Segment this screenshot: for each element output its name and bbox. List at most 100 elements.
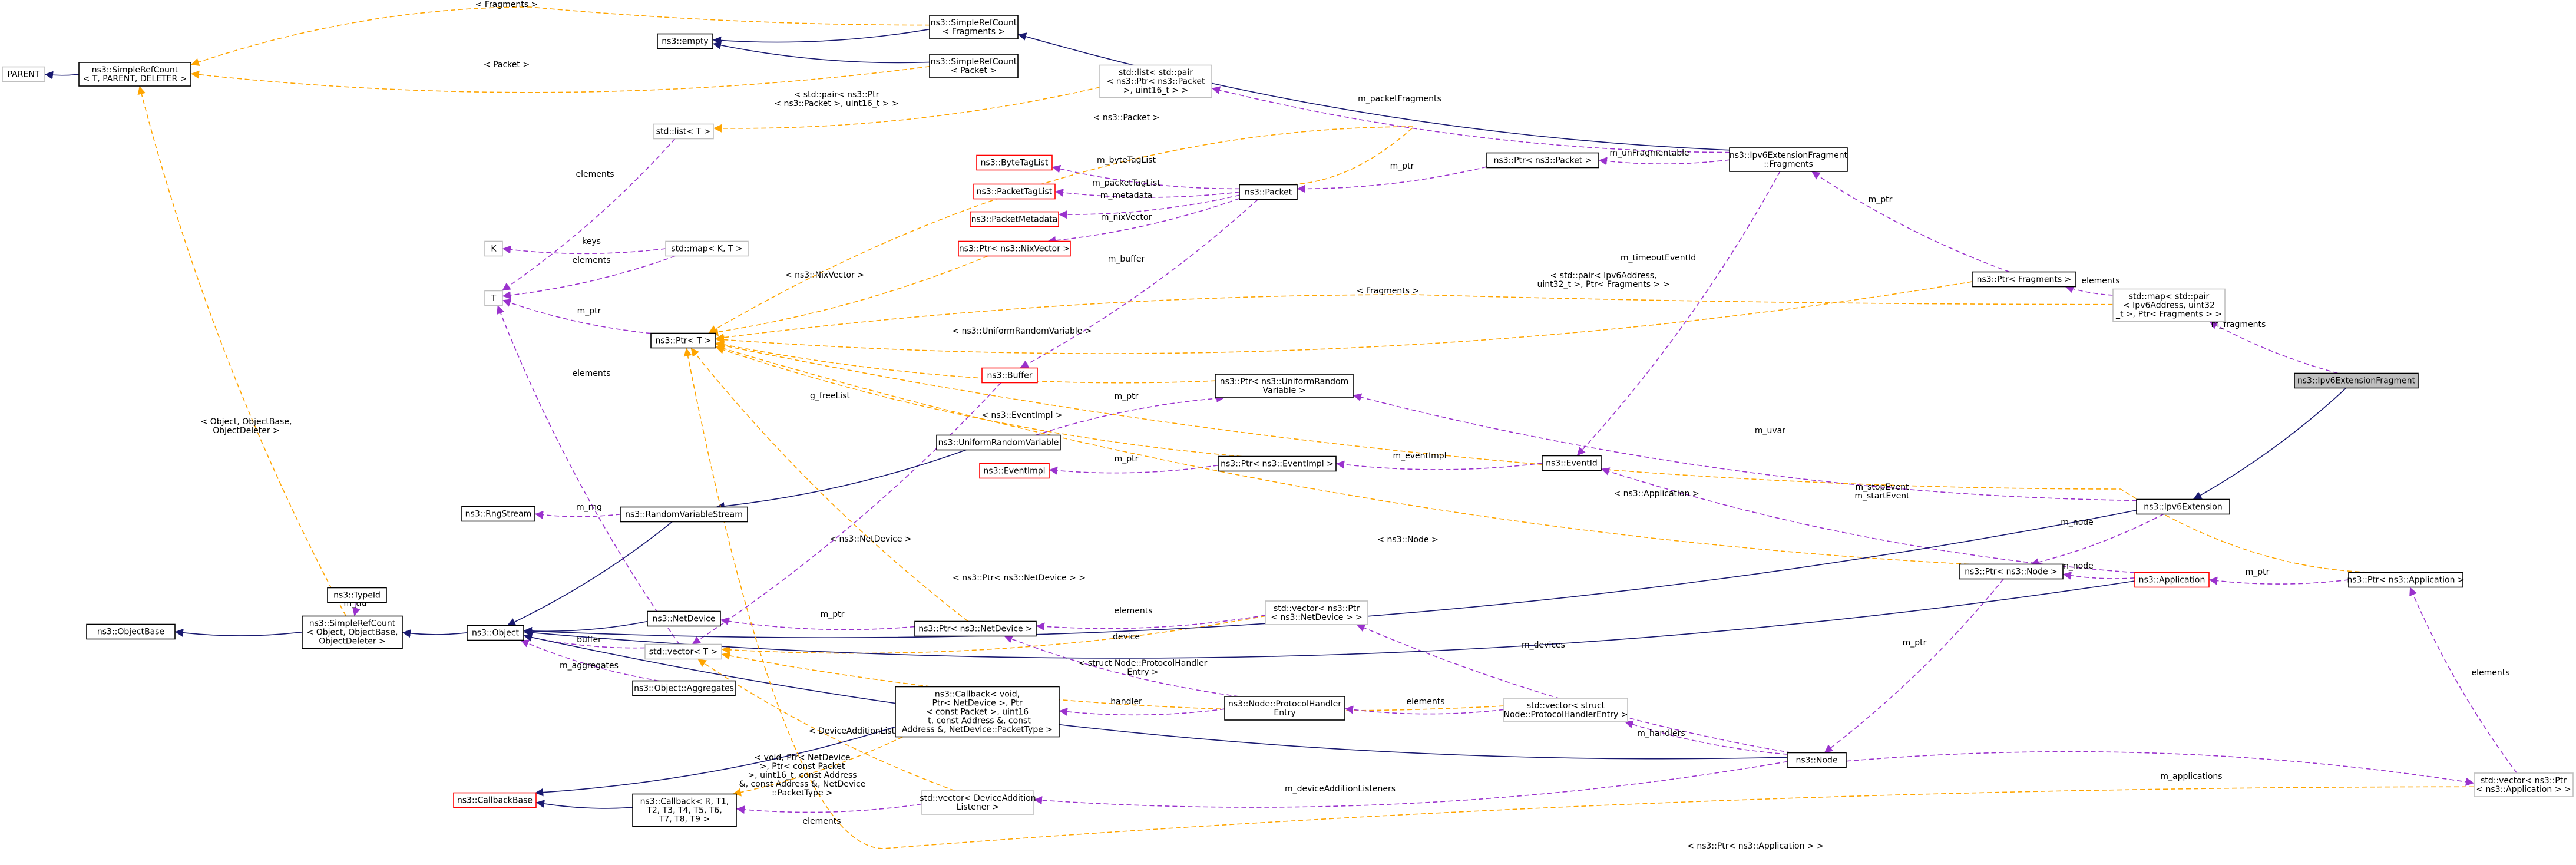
node-application[interactable]: ns3::Application bbox=[2134, 572, 2210, 588]
node-netdevice[interactable]: ns3::NetDevice bbox=[647, 610, 721, 627]
node-box[interactable] bbox=[78, 62, 191, 87]
node-packetmetadata[interactable]: ns3::PacketMetadata bbox=[970, 211, 1059, 227]
node-buffer[interactable]: ns3::Buffer bbox=[981, 367, 1038, 384]
node-box[interactable] bbox=[2, 66, 45, 82]
node-box[interactable] bbox=[484, 290, 503, 306]
node-box[interactable] bbox=[665, 240, 749, 257]
node-ptr-node[interactable]: ns3::Ptr< ns3::Node > bbox=[1959, 563, 2064, 580]
node-callbackbase[interactable]: ns3::CallbackBase bbox=[453, 792, 537, 808]
node-box[interactable] bbox=[484, 240, 503, 257]
node-k[interactable]: K bbox=[484, 240, 503, 257]
node-box[interactable] bbox=[1265, 600, 1368, 625]
node-box[interactable] bbox=[976, 154, 1053, 171]
node-box[interactable] bbox=[2134, 572, 2210, 588]
node-ptr-eventimpl[interactable]: ns3::Ptr< ns3::EventImpl > bbox=[1218, 455, 1337, 472]
node-box[interactable] bbox=[981, 367, 1038, 384]
node-box[interactable] bbox=[650, 332, 716, 349]
node-list-t[interactable]: std::list< T > bbox=[653, 123, 714, 140]
node-empty[interactable]: ns3::empty bbox=[657, 33, 713, 49]
node-box[interactable] bbox=[1542, 455, 1602, 471]
node-box[interactable] bbox=[1972, 271, 2076, 288]
node-simplerefcount-tpd[interactable]: ns3::SimpleRefCount< T, PARENT, DELETER … bbox=[78, 62, 191, 87]
node-rvstream[interactable]: ns3::RandomVariableStream bbox=[620, 506, 748, 523]
node-box[interactable] bbox=[302, 615, 403, 649]
node-callback-void[interactable]: ns3::Callback< void,Ptr< NetDevice >, Pt… bbox=[895, 686, 1060, 738]
node-list-pair[interactable]: std::list< std::pair< ns3::Ptr< ns3::Pac… bbox=[1099, 64, 1212, 98]
node-box[interactable] bbox=[644, 643, 722, 660]
node-box[interactable] bbox=[1729, 147, 1848, 172]
node-node[interactable]: ns3::Node bbox=[1787, 752, 1847, 768]
node-box[interactable] bbox=[453, 792, 537, 808]
node-box[interactable] bbox=[327, 587, 387, 603]
node-srefc-fragments[interactable]: ns3::SimpleRefCount< Fragments > bbox=[929, 15, 1019, 39]
node-eventimpl[interactable]: ns3::EventImpl bbox=[979, 463, 1050, 479]
node-ipv6extension[interactable]: ns3::Ipv6Extension bbox=[2136, 498, 2230, 515]
node-box[interactable] bbox=[929, 54, 1019, 78]
node-ptr-t[interactable]: ns3::Ptr< T > bbox=[650, 332, 716, 349]
node-box[interactable] bbox=[1224, 696, 1345, 721]
node-box[interactable] bbox=[620, 506, 748, 523]
node-eventid[interactable]: ns3::EventId bbox=[1542, 455, 1602, 471]
node-box[interactable] bbox=[632, 793, 737, 827]
node-box[interactable] bbox=[2112, 288, 2226, 322]
node-box[interactable] bbox=[921, 790, 1034, 815]
node-urv[interactable]: ns3::UniformRandomVariable bbox=[936, 434, 1061, 451]
node-box[interactable] bbox=[929, 15, 1019, 39]
node-box[interactable] bbox=[1503, 698, 1628, 722]
node-box[interactable] bbox=[958, 240, 1071, 257]
node-box[interactable] bbox=[657, 33, 713, 49]
node-t[interactable]: T bbox=[484, 290, 503, 306]
node-box[interactable] bbox=[2474, 772, 2574, 797]
node-box[interactable] bbox=[970, 211, 1059, 227]
node-packettaglist[interactable]: ns3::PacketTagList bbox=[973, 183, 1056, 200]
node-box[interactable] bbox=[1239, 184, 1298, 200]
node-box[interactable] bbox=[647, 610, 721, 627]
node-ptr-fragments[interactable]: ns3::Ptr< Fragments > bbox=[1972, 271, 2076, 288]
node-bytetaglist[interactable]: ns3::ByteTagList bbox=[976, 154, 1053, 171]
node-ptr-nixvector[interactable]: ns3::Ptr< ns3::NixVector > bbox=[958, 240, 1071, 257]
node-box[interactable] bbox=[2294, 372, 2419, 389]
node-box[interactable] bbox=[2136, 498, 2230, 515]
node-box[interactable] bbox=[467, 625, 524, 641]
node-fragments[interactable]: ns3::Ipv6ExtensionFragment::Fragments bbox=[1729, 147, 1848, 172]
node-ptr-packet[interactable]: ns3::Ptr< ns3::Packet > bbox=[1486, 152, 1599, 169]
node-box[interactable] bbox=[936, 434, 1061, 451]
node-map-kt[interactable]: std::map< K, T > bbox=[665, 240, 749, 257]
node-typeid[interactable]: ns3::TypeId bbox=[327, 587, 387, 603]
node-vector-ptr-app[interactable]: std::vector< ns3::Ptr< ns3::Application … bbox=[2474, 772, 2574, 797]
node-box[interactable] bbox=[1099, 64, 1212, 98]
node-srefc-packet[interactable]: ns3::SimpleRefCount< Packet > bbox=[929, 54, 1019, 78]
node-ipv6extfragment[interactable]: ns3::Ipv6ExtensionFragment bbox=[2294, 372, 2419, 389]
node-parent[interactable]: PARENT bbox=[2, 66, 45, 82]
node-objectbase[interactable]: ns3::ObjectBase bbox=[86, 623, 176, 640]
node-vector-ptr-nd[interactable]: std::vector< ns3::Ptr< ns3::NetDevice > … bbox=[1265, 600, 1368, 625]
node-box[interactable] bbox=[1787, 752, 1847, 768]
node-box[interactable] bbox=[895, 686, 1060, 738]
node-ptr-application[interactable]: ns3::Ptr< ns3::Application > bbox=[2347, 572, 2465, 588]
node-box[interactable] bbox=[632, 680, 736, 696]
node-box[interactable] bbox=[1959, 563, 2064, 580]
node-box[interactable] bbox=[461, 506, 535, 522]
node-map-pair[interactable]: std::map< std::pair< Ipv6Address, uint32… bbox=[2112, 288, 2226, 322]
node-vector-t[interactable]: std::vector< T > bbox=[644, 643, 722, 660]
node-callback-rt[interactable]: ns3::Callback< R, T1,T2, T3, T4, T5, T6,… bbox=[632, 793, 737, 827]
node-box[interactable] bbox=[1215, 374, 1354, 398]
node-object[interactable]: ns3::Object bbox=[467, 625, 524, 641]
node-srefc-object[interactable]: ns3::SimpleRefCount< Object, ObjectBase,… bbox=[302, 615, 403, 649]
node-box[interactable] bbox=[914, 620, 1037, 637]
node-box[interactable] bbox=[973, 183, 1056, 200]
node-box[interactable] bbox=[979, 463, 1050, 479]
node-box[interactable] bbox=[1218, 455, 1337, 472]
node-box[interactable] bbox=[86, 623, 176, 640]
node-ptr-netdevice[interactable]: ns3::Ptr< ns3::NetDevice > bbox=[914, 620, 1037, 637]
node-packet[interactable]: ns3::Packet bbox=[1239, 184, 1298, 200]
node-aggregates[interactable]: ns3::Object::Aggregates bbox=[632, 680, 736, 696]
node-rngstream[interactable]: ns3::RngStream bbox=[461, 506, 535, 522]
node-box[interactable] bbox=[1486, 152, 1599, 169]
node-box[interactable] bbox=[2348, 572, 2463, 588]
node-box[interactable] bbox=[653, 123, 714, 140]
